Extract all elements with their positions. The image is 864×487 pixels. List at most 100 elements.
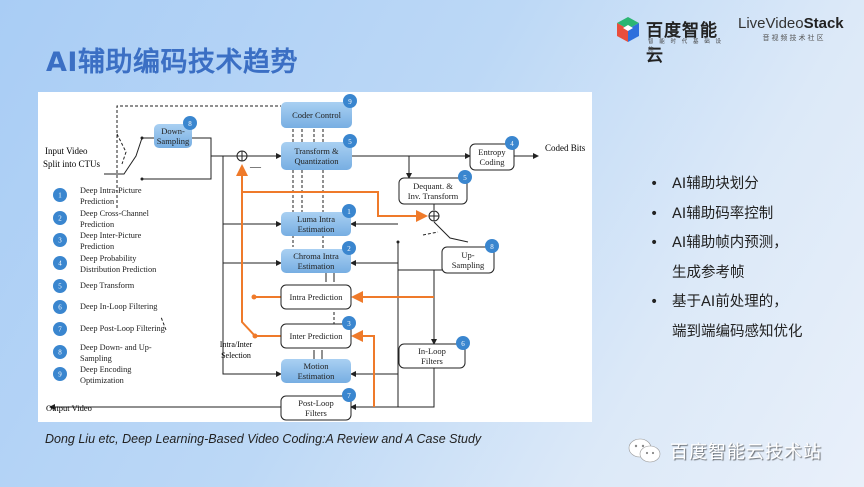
coder-control-block: Coder Control 9: [281, 94, 357, 128]
badge-circle: [458, 170, 472, 184]
output-video-label: Output Video: [46, 403, 92, 413]
recon-switch-wire: [433, 221, 469, 243]
legend-text: Deep Encoding: [80, 365, 131, 374]
badge-circle: [342, 241, 356, 255]
legend-badge: [53, 233, 67, 247]
legend-text: Deep Down- and Up-: [80, 343, 152, 352]
block-box: [281, 212, 351, 236]
bullet-dot: •: [650, 176, 659, 192]
control-wires: [116, 105, 439, 332]
legend-badge: [53, 300, 67, 314]
legend-text: Deep Probability: [80, 254, 137, 263]
legend-text: Prediction: [80, 242, 115, 251]
badge-circle: [342, 316, 356, 330]
badge-circle: [183, 116, 197, 130]
block-label: Quantization: [295, 156, 340, 166]
legend-badge: [53, 188, 67, 202]
block-label: Luma Intra: [297, 214, 335, 224]
block-label: Dequant. &: [413, 181, 453, 191]
legend-text: Prediction: [80, 220, 115, 229]
block-label: Down-: [161, 126, 185, 136]
legend-text: Deep Transform: [80, 281, 135, 290]
badge-number: 3: [347, 320, 351, 328]
legend-number: 1: [58, 192, 62, 200]
badge-number: 5: [463, 174, 467, 182]
badge-number: 9: [348, 98, 352, 106]
legend-text: Deep Inter-Picture: [80, 231, 142, 240]
badge-circle: [342, 388, 356, 402]
baidu-cube-icon: [617, 17, 639, 42]
block-box: [398, 177, 468, 205]
badge-number: 4: [510, 140, 514, 148]
legend-number: 3: [58, 237, 62, 245]
legend-badge: [53, 322, 67, 336]
block-label: Chroma Intra: [293, 251, 339, 261]
split-ctus-label: Split into CTUs: [43, 159, 101, 169]
bullet-dot: •: [650, 294, 659, 310]
badge-circle: [343, 94, 357, 108]
badge-circle: [342, 204, 356, 218]
block-box: [280, 323, 352, 349]
wechat-icon: [628, 438, 661, 463]
legend-number: 2: [58, 215, 62, 223]
badge-circle: [343, 134, 357, 148]
bullet-item: •AI辅助帧内预测，生成参考帧: [650, 229, 803, 288]
block-label: In-Loop: [418, 346, 446, 356]
prediction-wires: [236, 164, 434, 407]
intra-inter-switch: [241, 192, 256, 337]
block-box: [280, 395, 352, 421]
badge-number: 2: [347, 245, 351, 253]
legend-number: 6: [58, 304, 62, 312]
block-label: Transform &: [294, 146, 339, 156]
baidu-cloud-logo: 百度智能云 智 能 时 代 基 础 设 施: [614, 15, 726, 66]
bullet-item: •基于AI前处理的，端到端编码感知优化: [650, 288, 803, 347]
block-box: [441, 246, 495, 274]
add-node: [428, 210, 440, 222]
block-label: Up-: [461, 250, 474, 260]
bullet-text: AI辅助帧内预测，: [672, 235, 788, 251]
badge-number: 7: [347, 392, 351, 400]
baidu-logo-tagline: 智 能 时 代 基 础 设 施: [648, 39, 723, 53]
legend-number: 4: [58, 260, 62, 268]
legend-number: 7: [58, 326, 62, 334]
legend-badge: [53, 211, 67, 225]
badge-circle: [456, 336, 470, 350]
bullet-item: • AI辅助块划分: [650, 170, 803, 200]
badge-number: 6: [461, 340, 465, 348]
bullet-text: AI辅助块划分: [672, 176, 759, 192]
lvs-logo-prefix: LiveVideo: [738, 15, 804, 32]
block-box: [280, 284, 352, 310]
livevideostack-logo: LiveVideoStack 音视频技术社区: [738, 15, 853, 47]
legend-text: Optimization: [80, 376, 125, 385]
block-label: Entropy: [478, 147, 506, 157]
block-label: Coder Control: [292, 110, 342, 120]
block-label: Estimation: [298, 371, 336, 381]
legend-badge: [53, 279, 67, 293]
legend-number: 8: [58, 349, 62, 357]
block-box: [281, 249, 351, 273]
badge-circle: [505, 136, 519, 150]
selection-label: Selection: [221, 351, 251, 360]
block-box: [154, 124, 192, 148]
legend-text: Sampling: [80, 354, 112, 363]
wechat-account-name: 百度智能云技术站: [670, 442, 822, 463]
bullet-text: 基于AI前处理的，: [672, 294, 788, 310]
lvs-logo-tagline: 音视频技术社区: [762, 34, 826, 42]
block-box: [398, 343, 466, 369]
legend-badge: [53, 367, 67, 381]
minus-sign: —: [249, 161, 262, 173]
legend-badge: [53, 345, 67, 359]
down-sampling-out-wire: [142, 137, 212, 180]
